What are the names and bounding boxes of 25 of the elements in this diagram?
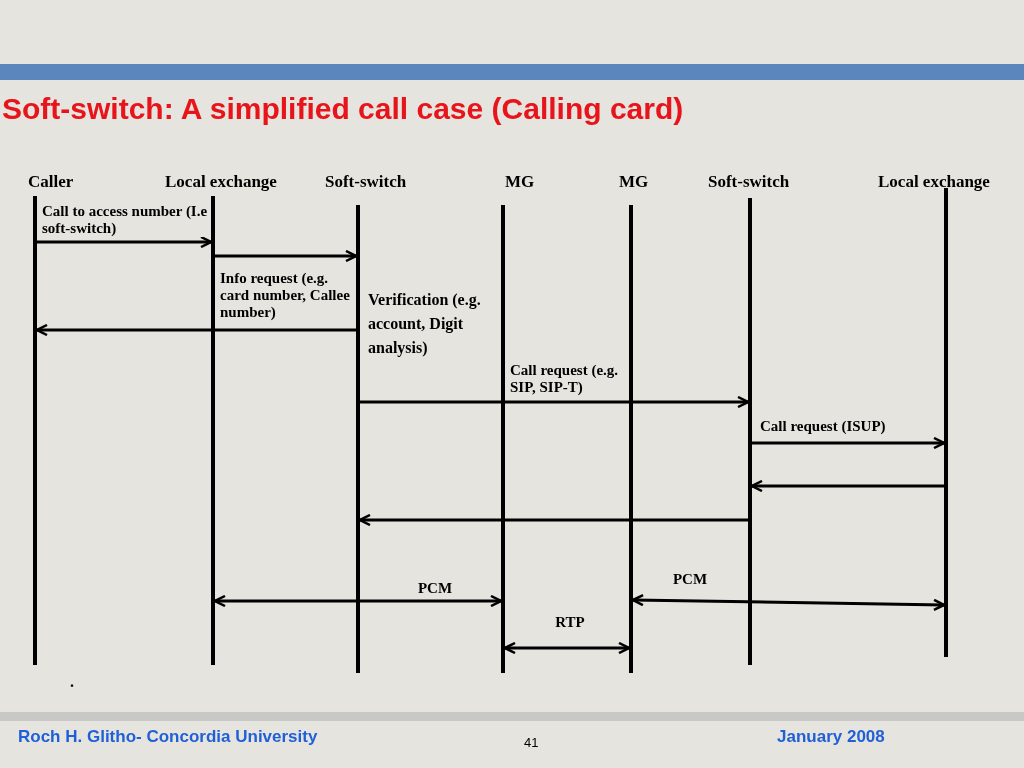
- participant-label: MG: [619, 172, 649, 192]
- page-number: 41: [524, 735, 539, 750]
- participant-label: MG: [505, 172, 535, 192]
- message-arrow: [750, 479, 944, 493]
- participant-label: Caller: [28, 172, 74, 192]
- participant-label: Soft-switch: [708, 172, 790, 192]
- footer-text: January 2008: [777, 727, 885, 747]
- slide-title: Soft-switch: A simplified call case (Calling card): [2, 92, 684, 126]
- participant-label: Soft-switch: [325, 172, 407, 192]
- message-arrow: [631, 593, 946, 612]
- message-arrow: [752, 436, 946, 450]
- participant-label: Local exchange: [165, 172, 277, 192]
- message-arrow: [360, 395, 750, 409]
- message-arrow: [503, 641, 631, 655]
- message-arrow: [215, 249, 358, 263]
- message-arrow: [35, 323, 356, 337]
- footer-text: Roch H. Glitho- Concordia University: [18, 727, 318, 747]
- participant-label: Local exchange: [878, 172, 990, 192]
- edge-label: Info request (e.g. card number, Callee number): [220, 270, 352, 321]
- message-arrow: [213, 594, 503, 608]
- message-arrow: [358, 513, 748, 527]
- message-arrow: [37, 235, 213, 249]
- note-text: .: [70, 672, 75, 692]
- edge-label: Call to access number (I.e soft-switch): [42, 203, 208, 237]
- note-text: Verification (e.g. account, Digit analysis): [368, 290, 482, 359]
